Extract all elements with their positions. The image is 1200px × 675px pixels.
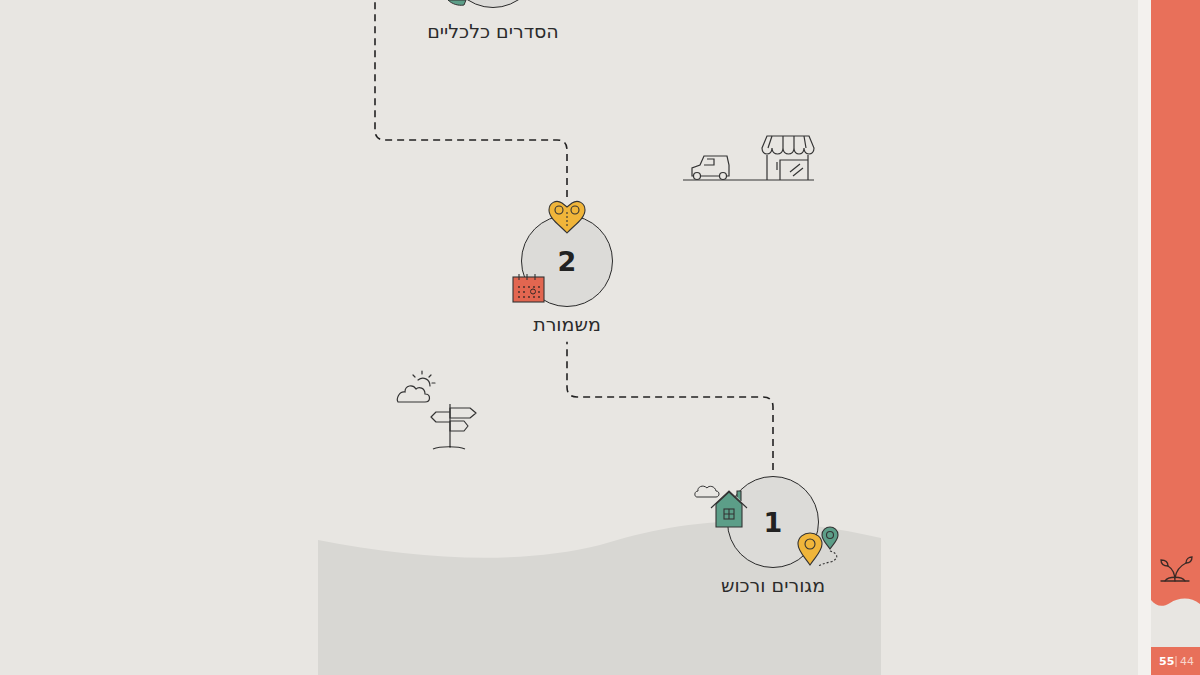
plant-icon (1161, 557, 1192, 581)
step-circle: 2 (521, 215, 613, 307)
page-number-box (1151, 647, 1200, 675)
step-node: 2 משמורת (482, 215, 652, 336)
step-number: 1 (764, 507, 783, 538)
page-number: 55 (1159, 656, 1174, 667)
step-label: הסדרים כלכליים (427, 20, 559, 43)
step-number: 2 (558, 246, 577, 277)
side-bar (1151, 0, 1200, 606)
small-cloud-icon (695, 486, 719, 497)
dashed-connector (375, 0, 567, 197)
step-label: משמורת (533, 313, 601, 336)
heart-pin-icon (549, 201, 585, 233)
side-strip (1138, 0, 1151, 675)
page-number: 44 (1180, 656, 1194, 667)
sun-cloud-icon (397, 371, 435, 402)
step-circle: 1 (727, 476, 819, 568)
step-circle (447, 0, 539, 8)
top-green-icon (448, 0, 466, 5)
dashed-connector (567, 342, 773, 470)
calendar-icon (513, 274, 544, 302)
step-node: 1 מגורים ורכוש (688, 476, 858, 597)
step-label: מגורים ורכוש (721, 574, 825, 597)
car-shop-icon (683, 136, 814, 180)
location-pins-icon (798, 527, 838, 566)
step-node: הסדרים כלכליים (408, 0, 578, 43)
house-icon (711, 491, 747, 527)
signpost-icon (431, 404, 476, 449)
page-separator (1176, 656, 1177, 667)
